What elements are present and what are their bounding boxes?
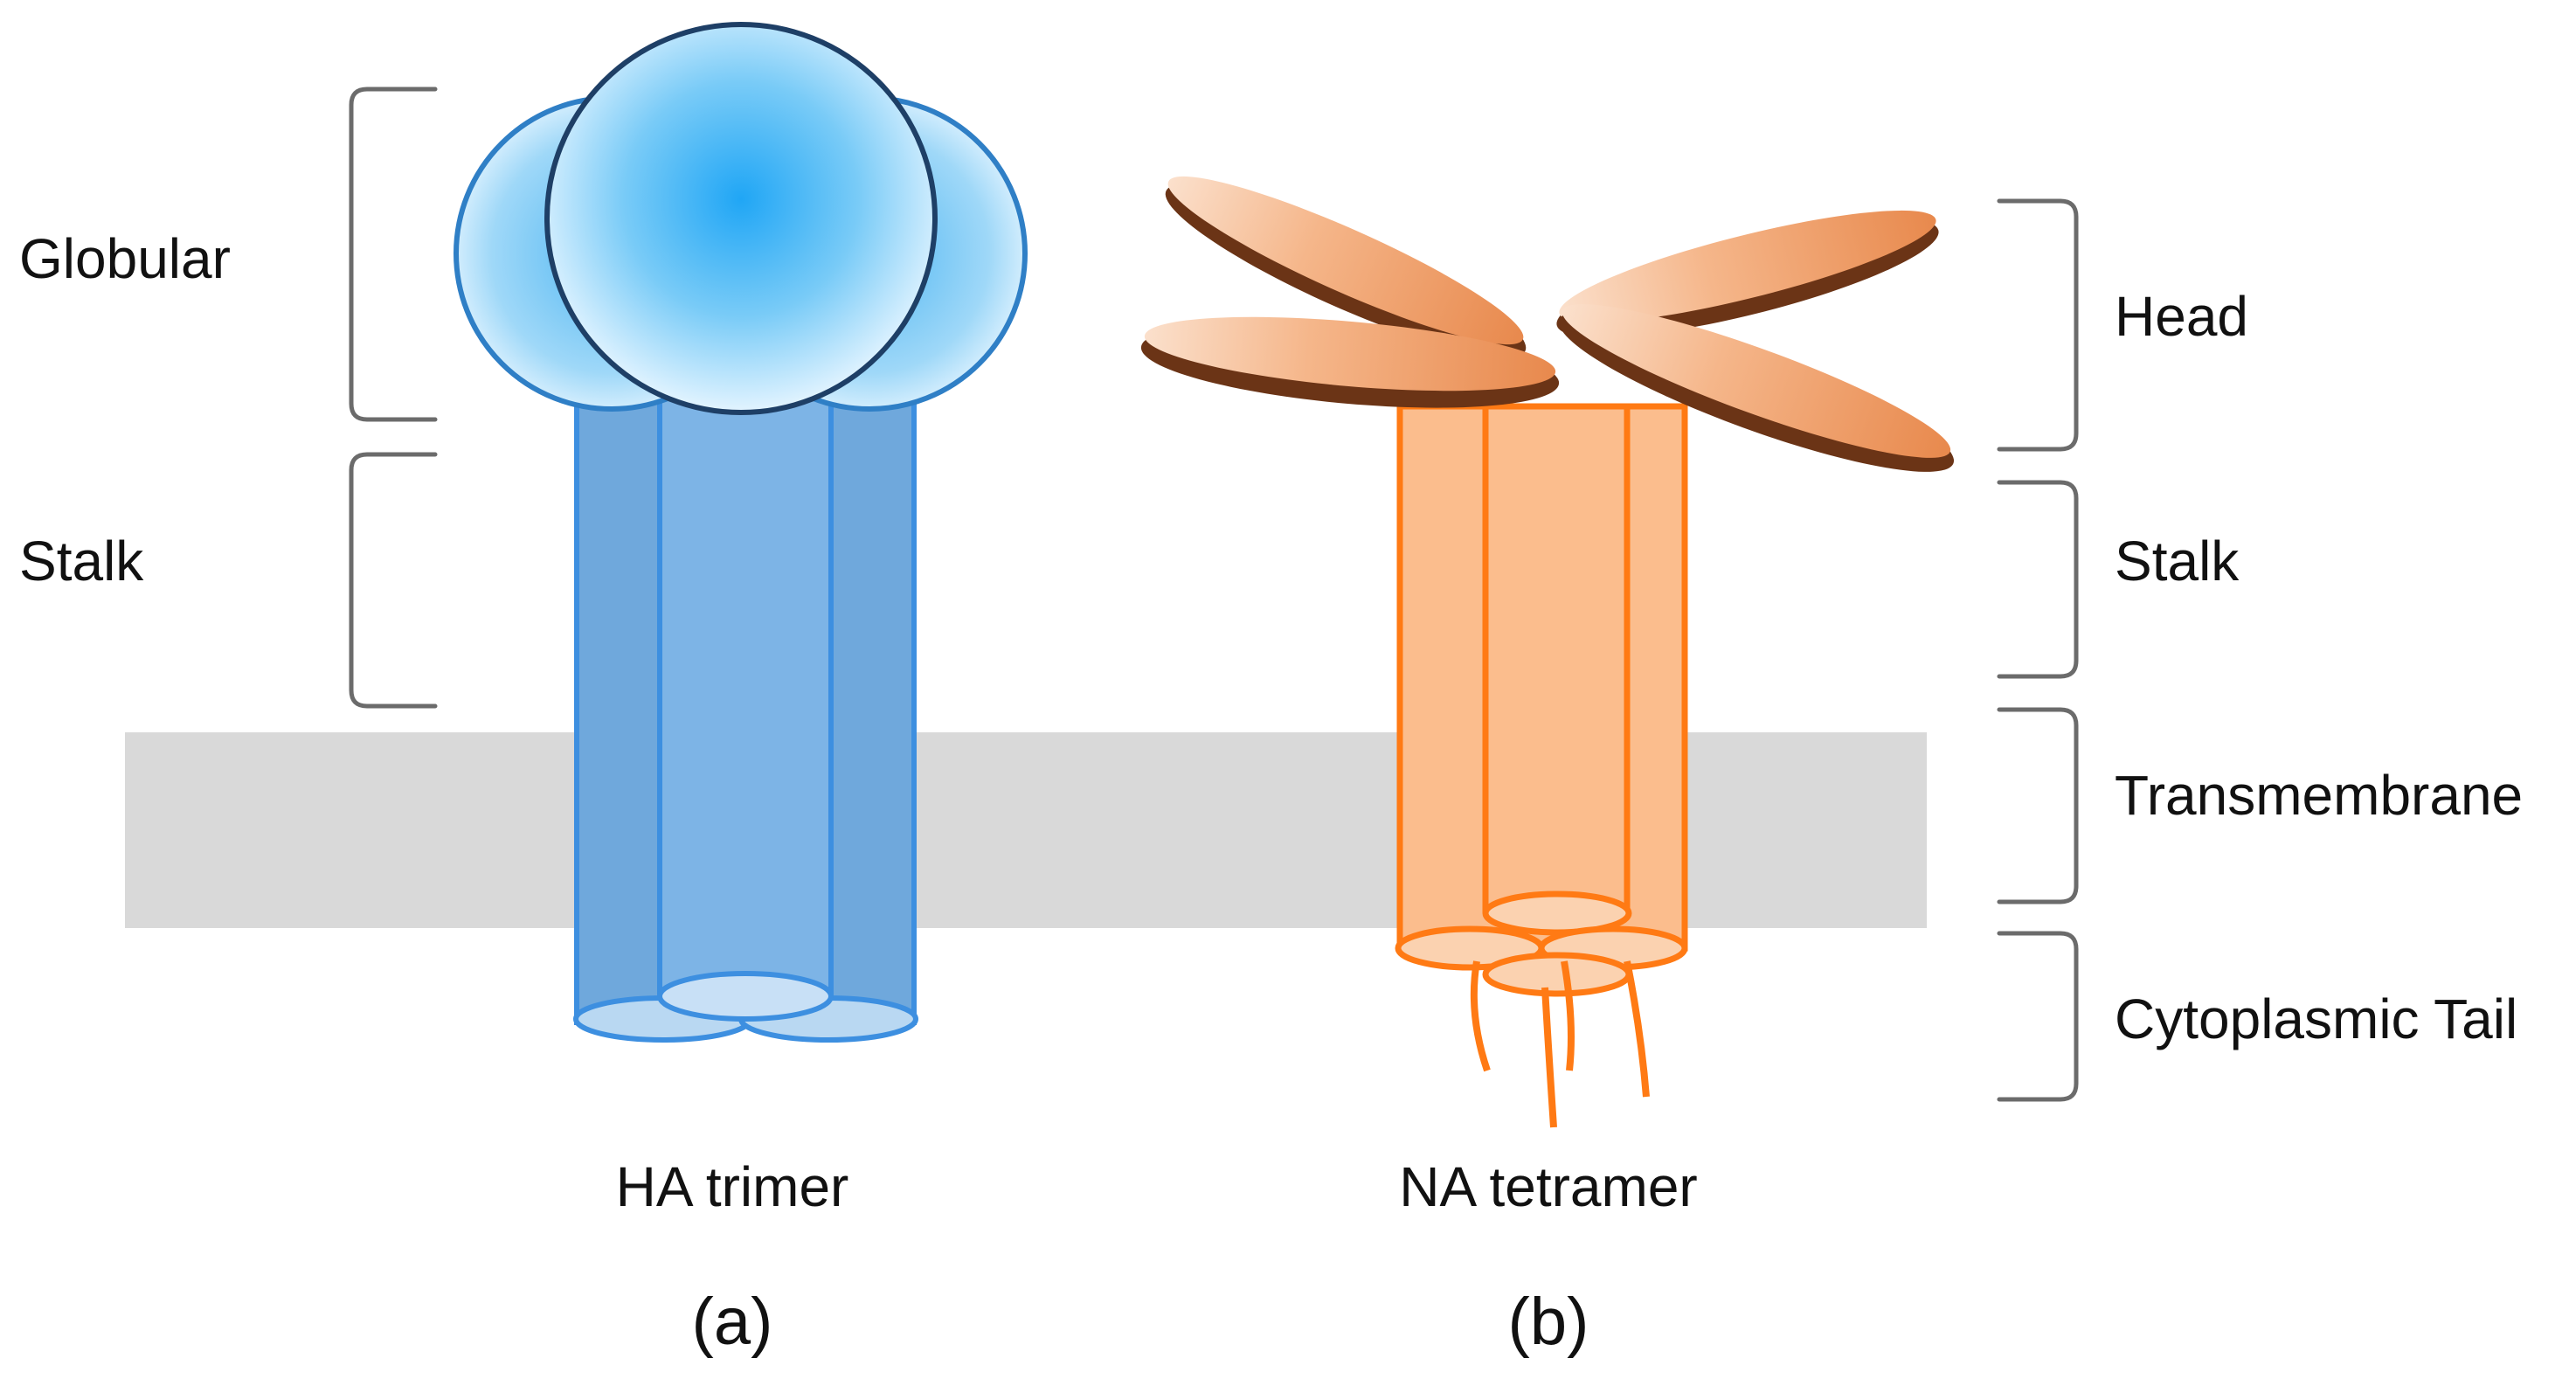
ha-stalk-rod-right [826, 391, 917, 1025]
label-globular: Globular [19, 227, 231, 290]
na-tail-1 [1470, 960, 1491, 1072]
ha-stalk-rod-left [574, 391, 665, 1025]
na-rod-base-front [1482, 952, 1632, 997]
bracket-stalk-left [349, 452, 438, 709]
panel-label-b: (b) [1508, 1285, 1589, 1359]
label-transmembrane: Transmembrane [2115, 764, 2523, 827]
label-cytoplasmic-tail: Cytoplasmic Tail [2115, 988, 2517, 1050]
ha-trimer [454, 22, 1028, 1043]
bracket-transmembrane [1997, 707, 2079, 904]
na-tail-3 [1561, 960, 1575, 1071]
bracket-stalk-right [1997, 480, 2079, 679]
na-stalk-block [1396, 403, 1688, 952]
ha-head-front [544, 22, 938, 415]
label-ha-trimer: HA trimer [616, 1155, 849, 1218]
na-tetramer [1140, 176, 1955, 1128]
label-na-tetramer: NA tetramer [1399, 1155, 1697, 1218]
na-tail-2 [1541, 987, 1557, 1128]
ha-stalk-rod-front [657, 391, 834, 999]
label-stalk-right: Stalk [2115, 530, 2240, 593]
na-rod-base-back [1482, 891, 1632, 936]
na-head [1140, 176, 1955, 472]
label-stalk-left: Stalk [19, 530, 144, 593]
na-tail-4 [1624, 960, 1650, 1098]
label-head: Head [2115, 285, 2248, 348]
bracket-cytoplasmic-tail [1997, 931, 2079, 1102]
ha-rod-base-front [657, 971, 834, 1022]
panel-label-a: (a) [692, 1285, 773, 1359]
bracket-head [1997, 198, 2079, 452]
bracket-globular [349, 87, 438, 422]
